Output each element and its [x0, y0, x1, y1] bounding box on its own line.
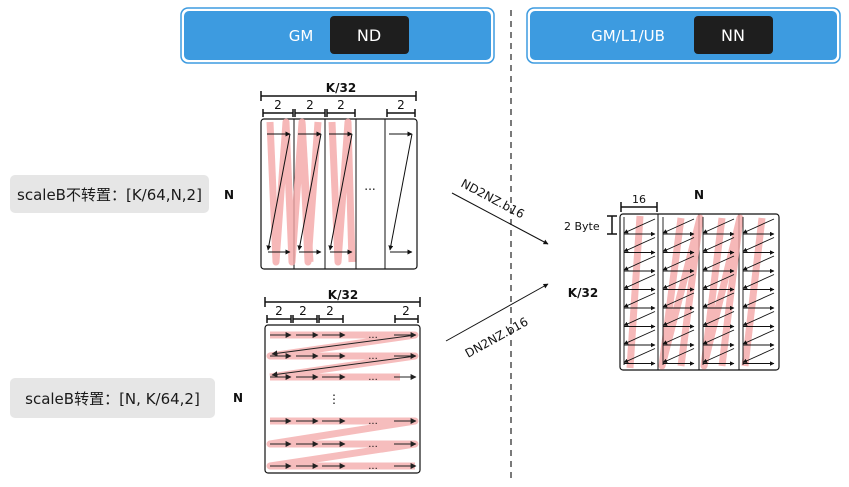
nz-width-label: 16 [632, 193, 646, 206]
dim-k-bottom: K/32 [328, 288, 358, 302]
nz-diagonal-arrow [742, 311, 775, 326]
dim-k-right: K/32 [568, 286, 598, 300]
nz-diagonal-arrow [662, 348, 695, 363]
ellipsis-b5: ... [368, 439, 378, 450]
dim-n-right: N [694, 188, 704, 202]
nz-diagonal-arrow [623, 255, 656, 271]
nz-diagonal-arrow [662, 237, 695, 252]
col-width-bottom-2: 2 [299, 304, 307, 318]
label-scaleb-transposed: scaleB转置：[N, K/64,2] [10, 378, 215, 418]
nz-diagonal-arrow [742, 255, 775, 271]
nz-diagonal-arrow [623, 274, 656, 289]
dn2nz-arrow: DN2NZ.b16 [445, 283, 549, 361]
nz-diagonal-arrow [702, 348, 735, 363]
nz-diagonal-arrow [702, 255, 735, 271]
nz-diagonal-arrow [623, 311, 656, 326]
col-width-top-1: 2 [274, 98, 282, 112]
nz-height-label: 2 Byte [564, 220, 600, 233]
nz-diagonal-arrow [742, 218, 775, 234]
col-width-bottom-4: 2 [402, 304, 410, 318]
header-left-loc: GM [289, 27, 314, 45]
col-width-bottom-3: 2 [326, 304, 334, 318]
nz-diagonal-arrow [742, 348, 775, 363]
dn2nz-label: DN2NZ.b16 [463, 315, 531, 361]
dim-k-top: K/32 [326, 81, 356, 95]
header-right-loc: GM/L1/UB [591, 27, 665, 45]
col-width-bottom-1: 2 [275, 304, 283, 318]
nz-arrow-grid [623, 217, 775, 366]
col-width-top-3: 2 [337, 98, 345, 112]
vellipsis-bottom: ⋮ [328, 392, 340, 406]
header-left: GM ND [180, 7, 495, 64]
nz-diagonal-arrow [623, 237, 656, 252]
label-scaleb-not-transposed: scaleB不转置：[K/64,N,2] [10, 175, 209, 213]
nz-diagonal-arrow [742, 237, 775, 252]
nz-diagonal-arrow [702, 274, 735, 289]
ellipsis-b2: ... [368, 351, 378, 362]
nz-diagonal-arrow [662, 311, 695, 326]
nz-diagonal-arrow [742, 329, 775, 345]
header-left-format: ND [357, 26, 381, 45]
nd2nz-arrow: ND2NZ.b16 [451, 176, 549, 245]
header-right: GM/L1/UB NN [526, 7, 841, 64]
nz-diagonal-arrow [702, 311, 735, 326]
ellipsis-b1: ... [368, 330, 378, 341]
nz-diagonal-arrow [702, 237, 735, 252]
nd-matrix-top: K/32 2 2 2 2 [260, 81, 418, 270]
col-width-top-2: 2 [306, 98, 314, 112]
nz-diagonal-arrow [623, 348, 656, 363]
nz-diagonal-arrow [702, 218, 735, 234]
dim-n-top: N [224, 188, 234, 202]
nz-diagonal-arrow [662, 329, 695, 345]
nz-matrix: N 16 2 Byte K/32 [564, 188, 780, 371]
ellipsis-b4: ... [368, 416, 378, 427]
nz-diagonal-arrow [662, 274, 695, 289]
nz-diagonal-arrow [742, 274, 775, 289]
nz-diagonal-arrow [702, 292, 735, 308]
ellipsis-top: ... [364, 179, 375, 193]
nz-diagonal-arrow [662, 292, 695, 308]
nz-diagonal-arrow [623, 218, 656, 234]
nz-diagonal-arrow [623, 329, 656, 345]
nz-diagonal-arrow [742, 292, 775, 308]
col-width-top-4: 2 [397, 98, 405, 112]
nz-diagonal-arrow [662, 255, 695, 271]
ellipsis-b6: ... [368, 461, 378, 472]
nz-diagonal-arrow [662, 218, 695, 234]
header-right-format: NN [721, 26, 745, 45]
nz-diagonal-arrow [702, 329, 735, 345]
dim-n-bottom: N [233, 391, 243, 405]
nz-diagonal-arrow [623, 292, 656, 308]
ellipsis-b3: ... [368, 372, 378, 383]
dn-matrix-bottom: K/32 2 2 2 2 [264, 288, 421, 474]
